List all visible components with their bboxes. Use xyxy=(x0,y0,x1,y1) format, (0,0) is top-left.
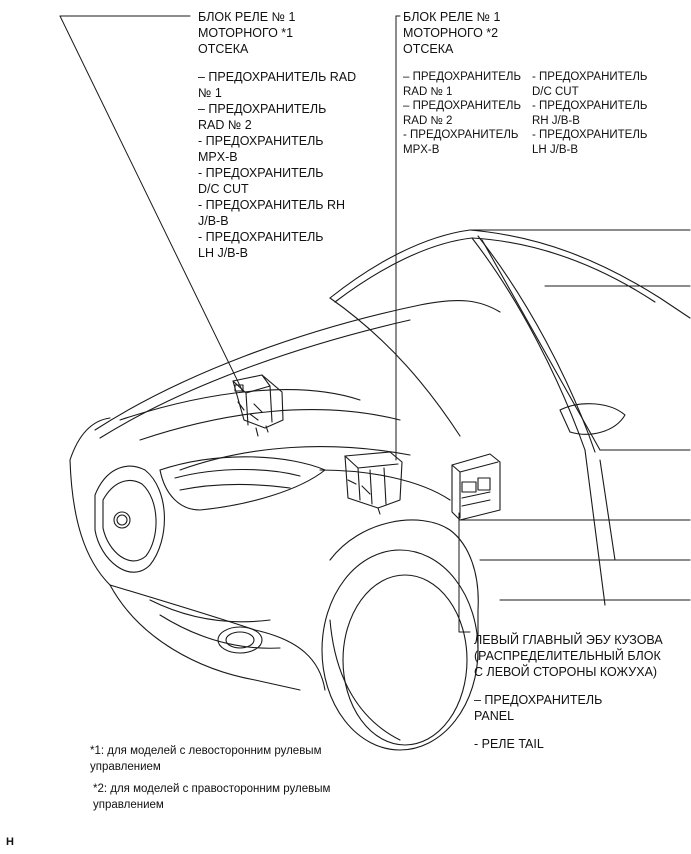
callout-bottom-item-line: – ПРЕДОХРАНИТЕЛЬ xyxy=(474,693,603,707)
callout-bottom-title-line: ЛЕВЫЙ ГЛАВНЫЙ ЭБУ КУЗОВА xyxy=(474,633,663,647)
callout-left-item-line: № 1 xyxy=(198,86,222,100)
car-outline xyxy=(69,229,691,751)
footnote-1: *1: для моделей с левосторонним рулевым … xyxy=(90,743,321,775)
footnote-2: *2: для моделей с правосторонним рулевым… xyxy=(93,781,330,813)
relay-box-1-icon xyxy=(232,374,284,437)
callout-left-title-line: МОТОРНОГО *1 xyxy=(198,26,294,40)
callout-left-item-line: – ПРЕДОХРАНИТЕЛЬ xyxy=(198,102,327,116)
callout-left-item-line: – ПРЕДОХРАНИТЕЛЬ RAD xyxy=(198,70,357,84)
callout-left-item: - ПРЕДОХРАНИТЕЛЬ MPX-B xyxy=(198,133,356,165)
callout-left-item-line: - ПРЕДОХРАНИТЕЛЬ xyxy=(198,134,324,148)
callout-left-title: БЛОК РЕЛЕ № 1 МОТОРНОГО *1 ОТСЕКА xyxy=(198,9,295,57)
callout-left-item-line: J/B-B xyxy=(198,214,229,228)
callout-left-item: - ПРЕДОХРАНИТЕЛЬ D/C CUT xyxy=(198,165,356,197)
callout-left-title-line: БЛОК РЕЛЕ № 1 xyxy=(198,10,296,24)
callout-bottom-title-line: (РАСПРЕДЕЛИТЕЛЬНЫЙ БЛОК xyxy=(474,649,661,663)
callout-right-col2: - ПРЕДОХРАНИТЕЛЬ D/C CUT - ПРЕДОХРАНИТЕЛ… xyxy=(532,70,647,157)
callout-right-item-line: - ПРЕДОХРАНИТЕЛЬ xyxy=(532,129,648,141)
callout-left-item: – ПРЕДОХРАНИТЕЛЬ RAD № 1 xyxy=(198,69,356,101)
callout-left-title-line: ОТСЕКА xyxy=(198,42,249,56)
callout-bottom-title-line: С ЛЕВОЙ СТОРОНЫ КОЖУХА) xyxy=(474,665,658,679)
callout-right-item-line: D/C CUT xyxy=(532,85,579,98)
callout-left-item: – ПРЕДОХРАНИТЕЛЬ RAD № 2 xyxy=(198,101,356,133)
callout-right-item-line: - ПРЕДОХРАНИТЕЛЬ xyxy=(532,100,648,112)
callout-left-item-line: RAD № 2 xyxy=(198,118,252,132)
corner-mark: H xyxy=(6,836,14,848)
callout-right-item-line: LH J/B-B xyxy=(532,143,579,156)
footnote-line: *1: для моделей с левосторонним рулевым xyxy=(90,745,322,757)
callout-right-item-line: - ПРЕДОХРАНИТЕЛЬ xyxy=(403,129,519,141)
footnote-line: управлением xyxy=(93,799,164,811)
footnote-line: управлением xyxy=(90,761,161,773)
callout-left-item-line: LH J/B-B xyxy=(198,246,249,260)
footnote-line: *2: для моделей с правосторонним рулевым xyxy=(93,783,331,795)
callout-bottom-item-line: - РЕЛЕ TAIL xyxy=(474,737,544,751)
callout-bottom-item-relay: - РЕЛЕ TAIL xyxy=(474,736,544,752)
callout-right-item-line: - ПРЕДОХРАНИТЕЛЬ xyxy=(532,71,648,83)
callout-bottom-items: – ПРЕДОХРАНИТЕЛЬ PANEL xyxy=(474,692,602,724)
callout-left-item-line: MPX-B xyxy=(198,150,238,164)
callout-left-item: - ПРЕДОХРАНИТЕЛЬ LH J/B-B xyxy=(198,229,356,261)
callout-left-item-line: D/C CUT xyxy=(198,182,249,196)
callout-right-item-line: – ПРЕДОХРАНИТЕЛЬ xyxy=(403,100,522,112)
callout-right-item-line: RAD № 2 xyxy=(403,114,453,127)
callout-right-item-line: RH J/B-B xyxy=(532,114,580,127)
callout-right-title-line: БЛОК РЕЛЕ № 1 xyxy=(403,10,501,24)
callout-right-title-line: ОТСЕКА xyxy=(403,42,454,56)
callout-left-item-line: - ПРЕДОХРАНИТЕЛЬ RH xyxy=(198,198,346,212)
leader-lines xyxy=(59,15,471,633)
callout-right-item-line: – ПРЕДОХРАНИТЕЛЬ xyxy=(403,71,522,83)
callout-left-item-line: - ПРЕДОХРАНИТЕЛЬ xyxy=(198,230,324,244)
callout-right-title-line: МОТОРНОГО *2 xyxy=(403,26,499,40)
callout-right-col1: – ПРЕДОХРАНИТЕЛЬ RAD № 1 – ПРЕДОХРАНИТЕЛ… xyxy=(403,70,521,157)
callout-bottom-item-line: PANEL xyxy=(474,709,515,723)
body-ecu-icon xyxy=(451,453,501,521)
callout-left-item-line: - ПРЕДОХРАНИТЕЛЬ xyxy=(198,166,324,180)
callout-left-item: - ПРЕДОХРАНИТЕЛЬ RH J/B-B xyxy=(198,197,356,229)
callout-right-title: БЛОК РЕЛЕ № 1 МОТОРНОГО *2 ОТСЕКА xyxy=(403,9,500,57)
callout-left-items: – ПРЕДОХРАНИТЕЛЬ RAD № 1 – ПРЕДОХРАНИТЕЛ… xyxy=(198,69,356,261)
callout-bottom-title: ЛЕВЫЙ ГЛАВНЫЙ ЭБУ КУЗОВА (РАСПРЕДЕЛИТЕЛЬ… xyxy=(474,632,663,680)
callout-right-item-line: RAD № 1 xyxy=(403,85,453,98)
relay-box-2-icon xyxy=(344,451,403,515)
callout-right-item-line: MPX-B xyxy=(403,143,440,156)
